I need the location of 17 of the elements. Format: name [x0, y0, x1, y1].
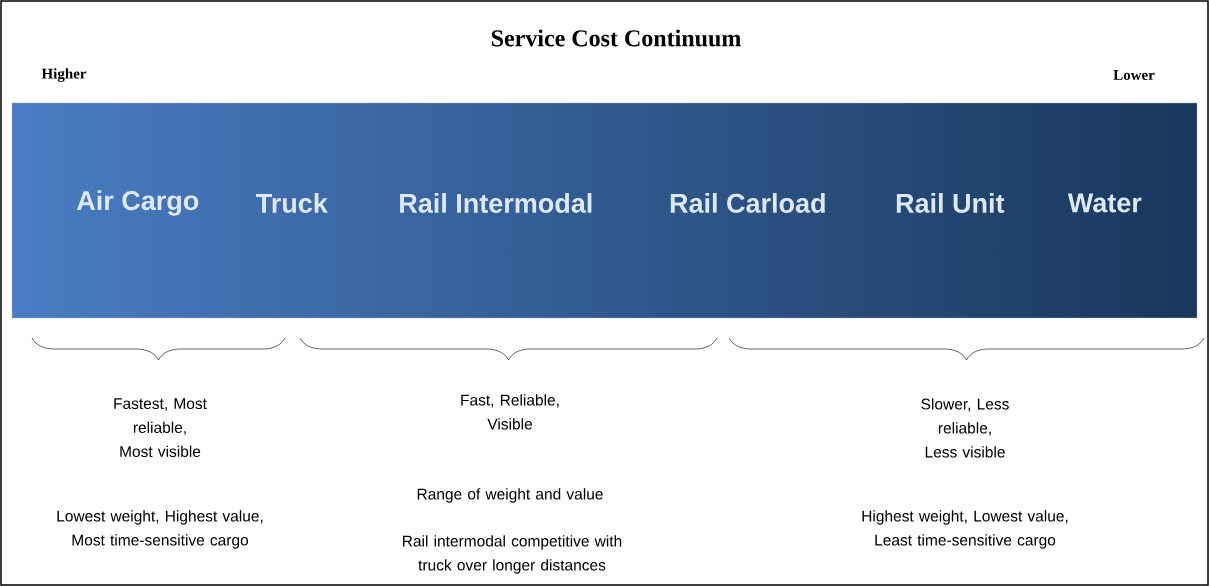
- note-text: Lowest weight, Highest value, Most time-sensitive cargo: [57, 510, 263, 549]
- title: Service Cost Continuum: [491, 29, 741, 47]
- note-text: Rail intermodal competitive with truck over longer distances: [403, 535, 622, 574]
- note-text: Highest weight, Lowest value, Least time-sensitive cargo: [862, 510, 1068, 549]
- note-text: Fast, Reliable, Visible: [461, 394, 559, 430]
- gradient-band: [11, 102, 1198, 319]
- mode-label: Rail Intermodal: [400, 193, 592, 213]
- note-text: Slower, Less reliable, Less visible: [921, 398, 1009, 458]
- note-text: Higher: [41, 68, 87, 82]
- mode-label: Water: [1067, 193, 1142, 213]
- mode-label: Rail Carload: [670, 193, 825, 213]
- note-text: Fastest, Most reliable, Most visible: [114, 398, 207, 457]
- note-text: Range of weight and value: [417, 488, 603, 503]
- mode-label: Truck: [256, 193, 328, 213]
- mode-label: Rail Unit: [896, 193, 1005, 213]
- mode-label: Air Cargo: [76, 190, 199, 216]
- note-text: Lower: [1113, 70, 1155, 80]
